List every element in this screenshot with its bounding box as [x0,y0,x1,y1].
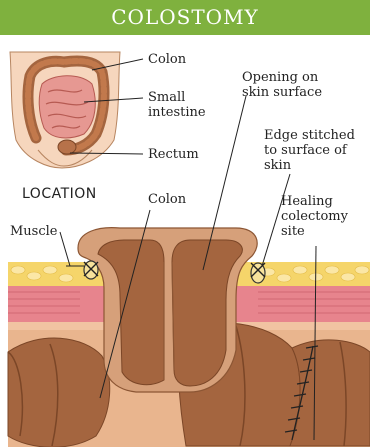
label-opening: Opening on skin surface [242,70,322,100]
label-colon-inset: Colon [148,52,186,67]
label-rectum: Rectum [148,147,199,162]
label-colon-main: Colon [148,192,186,207]
label-edge-stitched: Edge stitched to surface of skin [264,128,355,173]
label-small-intestine: Small intestine [148,90,206,120]
inset-small-intestine [39,76,95,138]
location-caption: LOCATION [22,186,97,202]
label-healing-site: Healing colectomy site [281,194,348,239]
inset-rectum [58,140,76,154]
stoma [78,228,257,392]
label-muscle: Muscle [10,224,58,239]
